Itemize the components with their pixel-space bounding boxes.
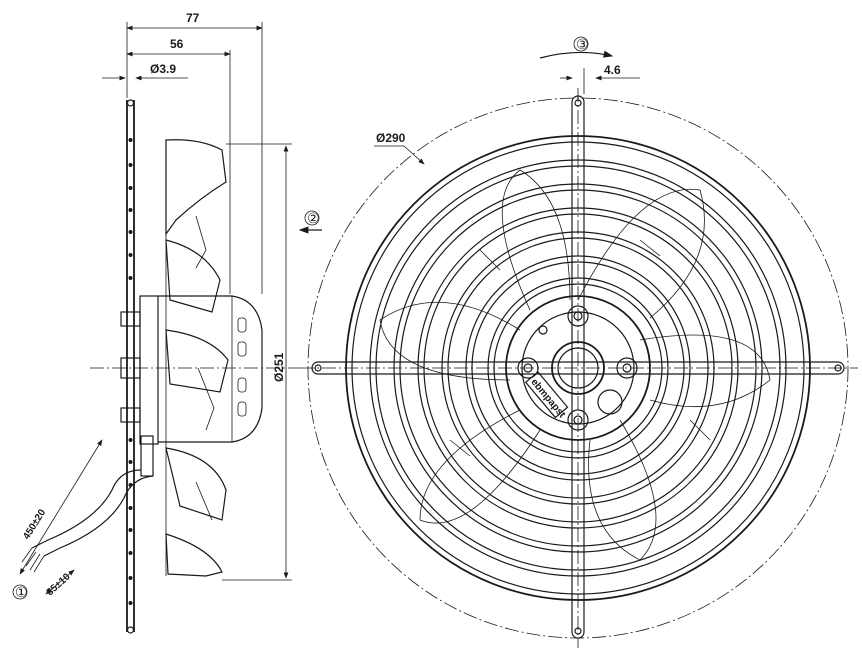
impeller-blades-front <box>379 169 771 561</box>
motor-body <box>139 295 263 477</box>
dim-cable-length: 450±20 <box>21 507 48 541</box>
callout-cable-exit: ① <box>15 585 28 601</box>
guard-crossbars <box>311 95 845 639</box>
dim-hub-depth: 56 <box>170 37 184 51</box>
guard-rail <box>120 99 141 634</box>
guard-rings <box>345 135 811 601</box>
front-view: ebmpapst Ø290 ③ 4.6 <box>300 36 858 648</box>
callout-airflow: ② <box>307 211 320 227</box>
dim-guard-diameter: Ø290 <box>376 131 406 145</box>
dim-lead-length: 85±10 <box>45 571 73 598</box>
impeller-blades-side <box>165 139 229 577</box>
dim-impeller-diameter: Ø251 <box>272 352 286 382</box>
dim-hole-diameter: Ø3.9 <box>150 62 176 76</box>
front-dimensions: Ø290 ③ 4.6 <box>374 36 640 165</box>
dim-offset: 4.6 <box>604 63 621 77</box>
side-dimensions: 77 56 Ø3.9 Ø251 ② 450±20 85±10 ① <box>12 11 322 601</box>
dim-overall-depth: 77 <box>186 11 200 25</box>
side-view: 77 56 Ø3.9 Ø251 ② 450±20 85±10 ① <box>12 11 322 634</box>
callout-rotation: ③ <box>576 37 589 53</box>
